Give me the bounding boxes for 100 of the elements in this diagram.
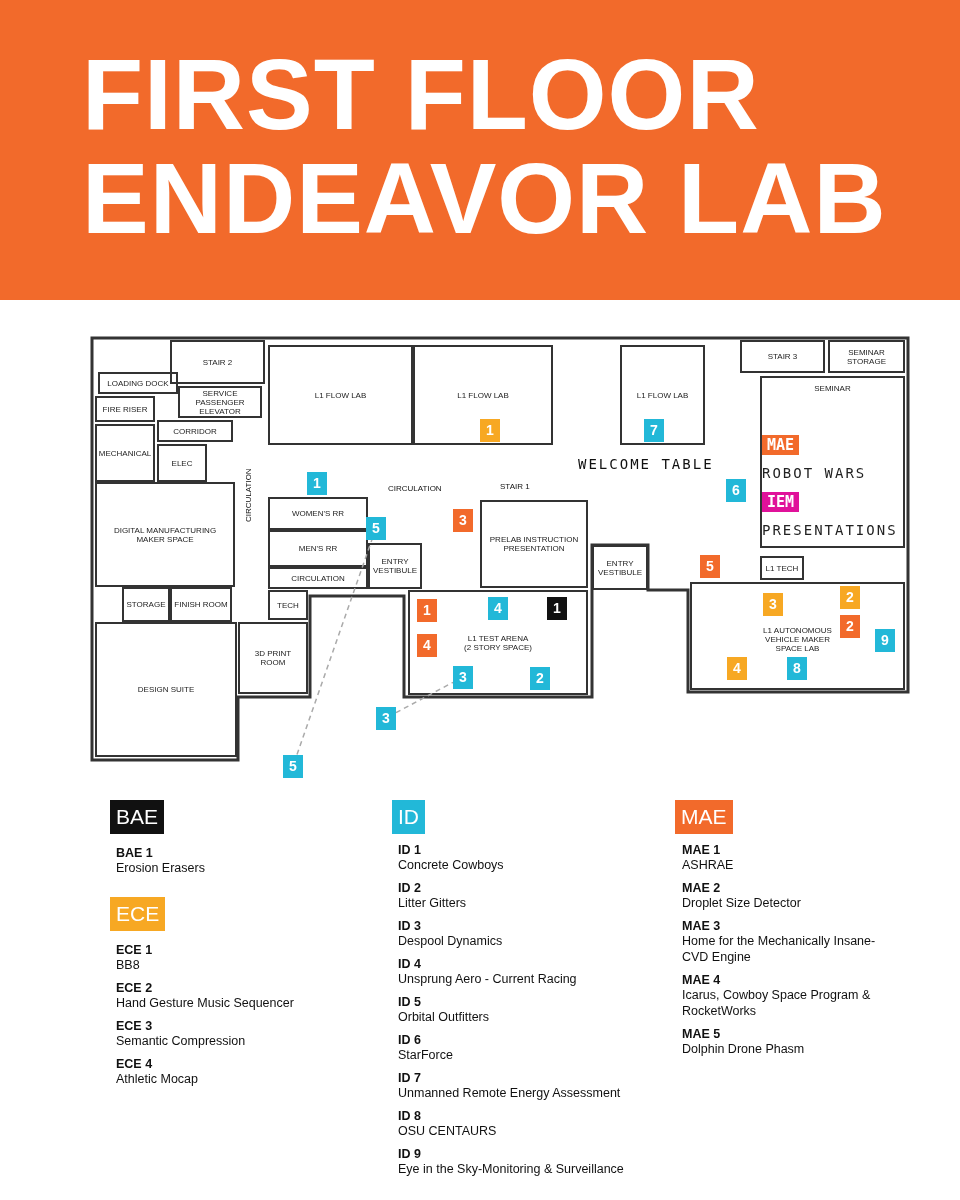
project-name: Despool Dynamics [398, 933, 504, 949]
project-name: Unsprung Aero - Current Racing [398, 971, 578, 987]
room-label: L1 TEST ARENA [467, 633, 529, 643]
group-badge: MAE [762, 435, 800, 455]
project-name: Dolphin Drone Phasm [682, 1041, 806, 1057]
room-label: DIGITAL MANUFACTURING MAKER SPACE [112, 525, 218, 544]
room [170, 587, 232, 622]
room-label: 3D PRINT ROOM [253, 649, 293, 667]
entry-heading: ECE 4 [116, 1056, 153, 1072]
room [368, 543, 422, 589]
number-marker: 1 [547, 596, 567, 620]
event-label: ROBOT WARS [762, 465, 867, 481]
room [828, 340, 905, 373]
number-marker: 2 [530, 666, 550, 690]
project-name: Hand Gesture Music Sequencer [116, 995, 295, 1011]
number-marker: 9 [875, 628, 895, 652]
entry-heading: MAE 2 [682, 880, 721, 896]
room [98, 372, 178, 394]
room-label: CORRIDOR [173, 426, 217, 436]
number-marker: 1 [480, 418, 500, 442]
number-marker: 2 [840, 585, 860, 609]
number-marker: 3 [453, 508, 473, 532]
room [268, 345, 413, 445]
room-label: SERVICE PASSENGER ELEVATOR [194, 388, 246, 416]
entry-heading: ID 7 [398, 1070, 421, 1086]
number-marker: 7 [644, 418, 664, 442]
project-name: ASHRAE [682, 857, 735, 873]
room [268, 497, 368, 530]
room-label: WOMEN'S RR [291, 509, 345, 518]
number-marker: 3 [763, 592, 783, 616]
project-name: Litter Gitters [398, 895, 468, 911]
entry-heading: BAE 1 [116, 845, 153, 861]
project-name: Eye in the Sky-Monitoring & Surveillance [398, 1161, 625, 1177]
area-label: WELCOME TABLE [578, 456, 714, 472]
area-label: CIRCULATION [244, 468, 253, 522]
room-label: L1 FLOW LAB [636, 390, 689, 400]
entry-heading: ID 4 [398, 956, 421, 972]
number-marker: 1 [307, 471, 327, 495]
room-label: SEMINAR STORAGE [846, 347, 887, 366]
room [620, 345, 705, 445]
project-name: Orbital Outfitters [398, 1009, 490, 1025]
project-name: Erosion Erasers [116, 860, 206, 876]
number-marker: 2 [840, 614, 860, 638]
number-marker: 4 [417, 633, 437, 657]
area-label: STAIR 1 [500, 482, 530, 491]
room-label: DESIGN SUITE [137, 685, 195, 694]
event-label: PRESENTATIONS [762, 522, 898, 538]
entry-heading: ID 2 [398, 880, 421, 896]
room [157, 420, 233, 442]
room [760, 556, 804, 580]
leader-line [296, 538, 373, 756]
project-name: Concrete Cowboys [398, 857, 505, 873]
project-name: StarForce [398, 1047, 454, 1063]
number-marker: 5 [700, 554, 720, 578]
number-marker: 8 [787, 656, 807, 680]
room [157, 444, 207, 482]
room [413, 345, 553, 445]
room [690, 582, 905, 690]
project-name: Semantic Compression [116, 1033, 247, 1049]
room-label: L1 TECH [765, 563, 799, 573]
room-label: FIRE RISER [102, 404, 148, 414]
room-label: (2 STORY SPACE) [464, 642, 532, 652]
room [480, 500, 588, 588]
room-label: CIRCULATION [291, 573, 345, 583]
room [122, 587, 170, 622]
room-label: L1 AUTONOMOUS VEHICLE MAKER SPACE LAB [762, 625, 833, 653]
legend-badge: MAE [675, 800, 733, 834]
entry-heading: ID 3 [398, 918, 421, 934]
room [95, 622, 237, 757]
number-marker: 4 [727, 656, 747, 680]
legend-badge: ID [392, 800, 425, 834]
room-label: L1 FLOW LAB [314, 390, 367, 400]
project-name: Icarus, Cowboy Space Program & RocketWorks [682, 987, 872, 1019]
entry-heading: ID 1 [398, 842, 421, 858]
room-label: PRELAB INSTRUCTION PRESENTATION [489, 535, 579, 553]
number-marker: 5 [283, 754, 303, 778]
room-label: MECHANICAL [98, 448, 152, 458]
project-name: OSU CENTAURS [398, 1123, 498, 1139]
room [95, 396, 155, 422]
entry-heading: ECE 3 [116, 1018, 153, 1034]
room [268, 590, 308, 620]
legend-badge: BAE [110, 800, 165, 834]
room-label: MEN'S RR [298, 544, 338, 553]
entry-heading: ECE 2 [116, 980, 153, 996]
number-marker: 3 [453, 665, 473, 689]
number-marker: 4 [488, 596, 508, 620]
entry-heading: MAE 1 [682, 842, 721, 858]
number-marker: 1 [417, 598, 437, 622]
room-label: STAIR 2 [202, 357, 233, 367]
room-label: L1 FLOW LAB [457, 390, 509, 400]
room [760, 376, 905, 548]
legend-badge: ECE [110, 897, 166, 931]
title: FIRST FLOOR ENDEAVOR LAB [82, 42, 888, 250]
project-name: Unmanned Remote Energy Assessment [398, 1085, 622, 1101]
number-marker: 5 [366, 516, 386, 540]
project-name: Home for the Mechanically Insane-CVD Engine [682, 933, 877, 965]
number-marker: 3 [376, 706, 396, 730]
group-badge: IEM [762, 492, 800, 512]
entry-heading: ECE 1 [116, 942, 153, 958]
room [170, 340, 265, 384]
